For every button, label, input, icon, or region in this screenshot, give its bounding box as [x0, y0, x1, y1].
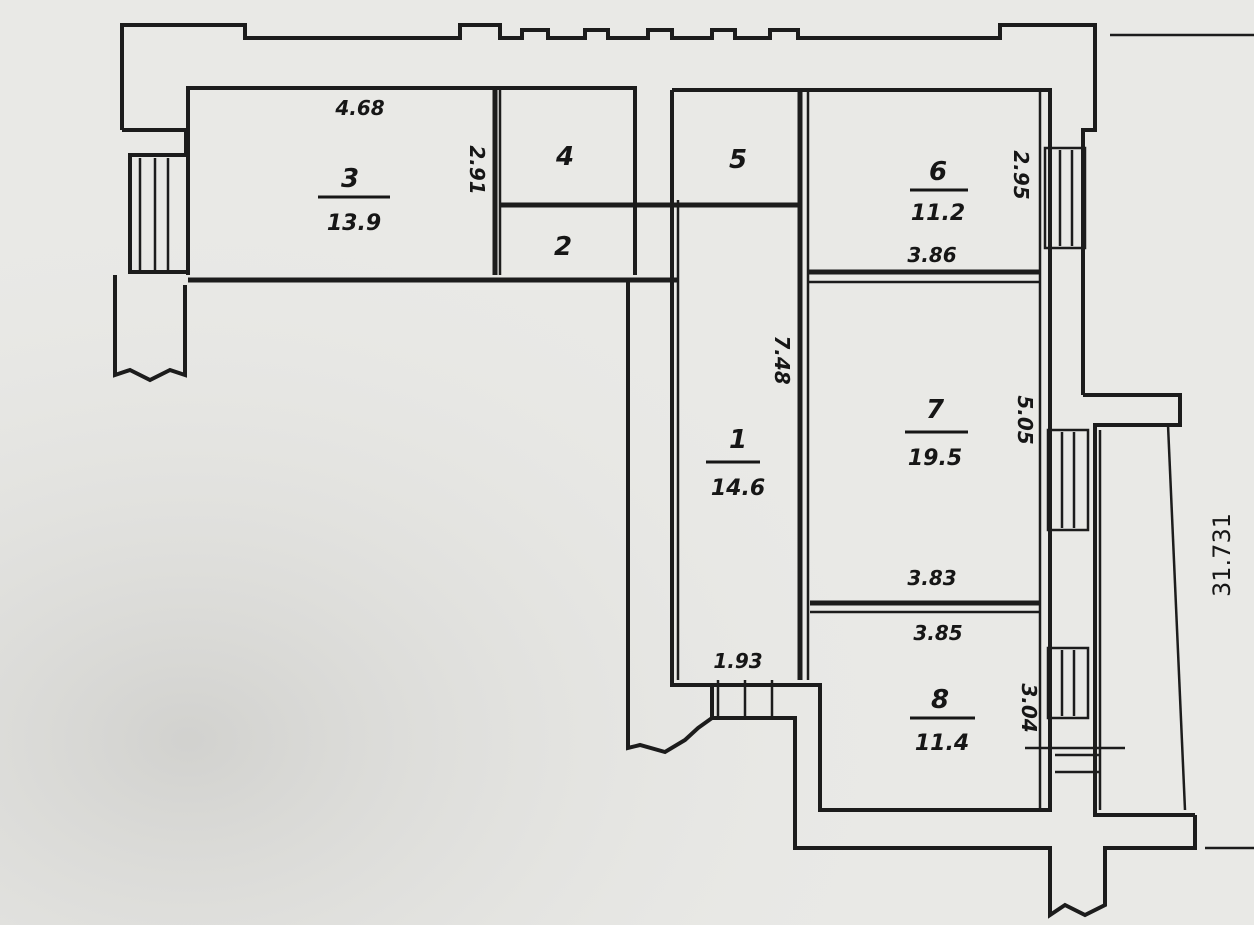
entrance-door: [712, 680, 1197, 919]
window-room7: [1046, 428, 1090, 532]
room-6-number: 6: [929, 157, 947, 187]
room-6-label: 6 11.2: [910, 157, 968, 226]
room-4-number: 4: [555, 142, 574, 172]
room-1-number: 1: [729, 425, 747, 455]
room-2-number: 2: [554, 232, 572, 262]
dim-room6-height: 2.95: [1009, 150, 1033, 199]
window-room6: [1043, 146, 1087, 250]
outer-wall-corridor: [626, 278, 714, 755]
room-5-number: 5: [729, 145, 747, 175]
room-1-area: 14.6: [711, 476, 765, 501]
room5-outline: [670, 88, 1052, 812]
outer-wall-right: [1083, 393, 1195, 817]
room-7-area: 19.5: [908, 446, 962, 471]
room-8-area: 11.4: [915, 731, 969, 756]
room-1-label: 1 14.6: [706, 425, 765, 501]
room3-outline: [186, 86, 637, 275]
dim-corridor-length: 7.48: [770, 335, 794, 384]
dim-room3-width: 4.68: [334, 96, 384, 120]
room-8-label: 8 11.4: [910, 685, 975, 756]
dim-room7-width: 3.83: [907, 566, 956, 590]
room-7-number: 7: [926, 395, 945, 425]
room-7-label: 7 19.5: [905, 395, 968, 471]
dim-room3-height: 2.91: [465, 145, 489, 194]
window-room8: [1025, 646, 1125, 774]
window-left: [138, 158, 170, 270]
dim-room8-height: 3.04: [1017, 683, 1041, 732]
outer-wall-left-stub: [113, 275, 187, 383]
outer-wall-top: [120, 23, 1097, 395]
room-8-number: 8: [931, 685, 949, 715]
balcony-line: [1166, 424, 1187, 811]
outer-wall-left: [122, 128, 188, 274]
room-6-area: 11.2: [911, 201, 965, 226]
room-3-label: 3 13.9: [318, 164, 390, 236]
room-3-number: 3: [341, 164, 359, 194]
room-3-area: 13.9: [327, 211, 381, 236]
dim-room6-width: 3.86: [907, 243, 956, 267]
dim-room8-width: 3.85: [913, 621, 962, 645]
dim-corridor-width: 1.93: [713, 649, 762, 673]
dim-room7-height: 5.05: [1013, 395, 1037, 444]
dim-total-length: 31.731: [1208, 513, 1236, 597]
